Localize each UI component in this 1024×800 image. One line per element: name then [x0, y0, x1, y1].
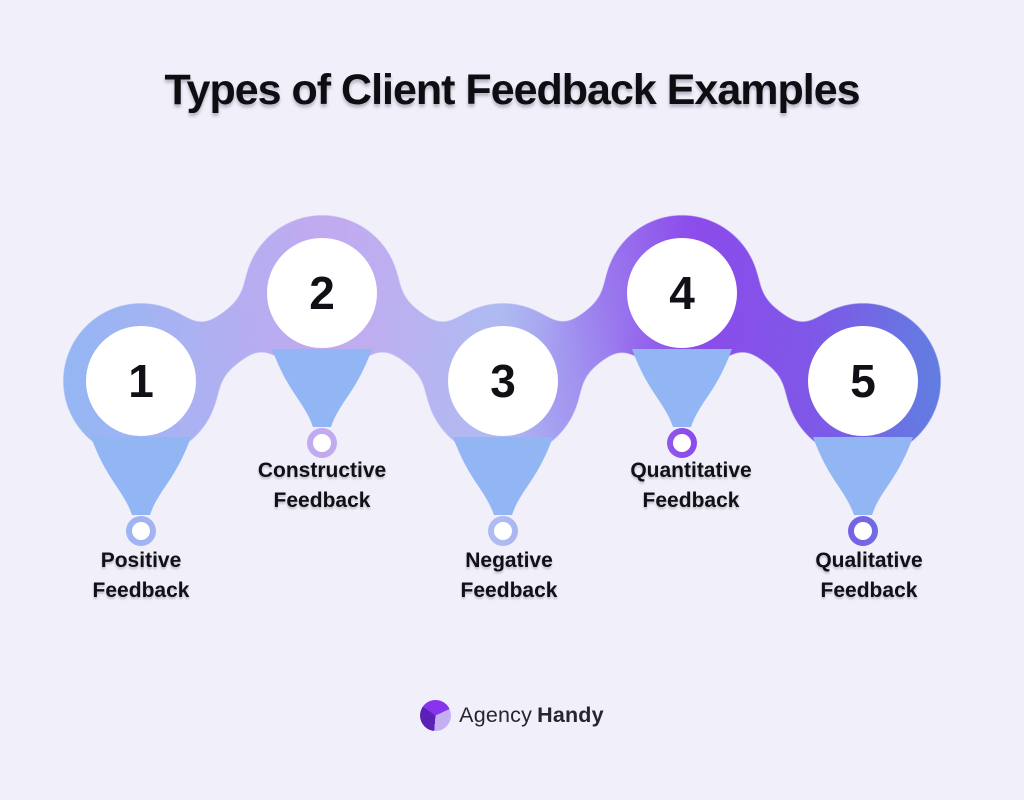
- node-circle: [267, 238, 377, 348]
- node-number: 4: [669, 267, 695, 319]
- node-label-quantitative: Quantitative Feedback: [630, 459, 752, 512]
- node-drop-tail: [813, 437, 913, 515]
- node-drop-tail: [632, 349, 732, 427]
- page-title: Types of Client Feedback Examples: [164, 66, 860, 114]
- node-circle: [627, 238, 737, 348]
- node-drop-hole: [854, 522, 872, 540]
- node-drop-hole: [494, 522, 512, 540]
- brand-name-bold: Handy: [537, 703, 604, 727]
- node-label-positive: Positive Feedback: [92, 549, 190, 602]
- node-circle: [448, 326, 558, 436]
- node-drop-hole: [132, 522, 150, 540]
- node-label-qualitative: Qualitative Feedback: [815, 549, 923, 602]
- node-circle: [808, 326, 918, 436]
- node-number: 3: [490, 355, 516, 407]
- node-number: 1: [128, 355, 154, 407]
- node-number: 2: [309, 267, 335, 319]
- node-drop-tail: [453, 437, 553, 515]
- node-label-negative: Negative Feedback: [460, 549, 558, 602]
- node-number: 5: [850, 355, 876, 407]
- node-drop-hole: [313, 434, 331, 452]
- node-label-constructive: Constructive Feedback: [257, 459, 387, 512]
- agency-handy-logo-icon: [420, 700, 452, 731]
- node-numbers: 1 2 3 4 5: [128, 267, 876, 407]
- node-drop-hole: [673, 434, 691, 452]
- brand-name-regular: Agency: [459, 703, 533, 727]
- node-circle: [86, 326, 196, 436]
- node-drop-tail: [91, 437, 191, 515]
- node-faces: [86, 238, 918, 540]
- node-drop-tail: [272, 349, 372, 427]
